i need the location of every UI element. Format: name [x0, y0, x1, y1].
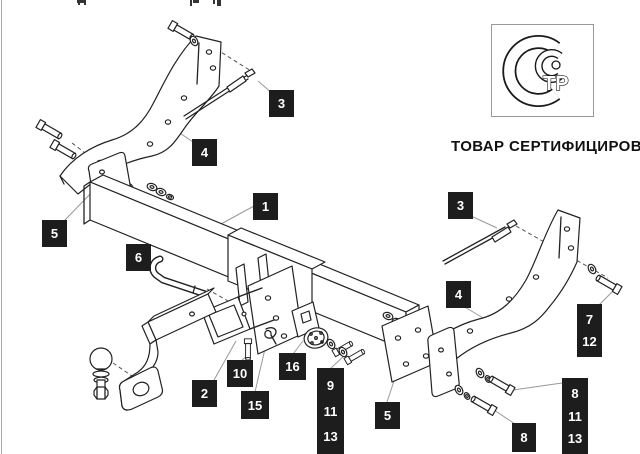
callout-3-top: 3: [269, 90, 294, 117]
left-bracket: [59, 35, 222, 195]
callout-10: 10: [227, 360, 253, 387]
ball-mount: [118, 287, 217, 411]
callout-label: 13: [323, 428, 338, 444]
r-clip: [264, 327, 277, 345]
callout-label: 5: [383, 408, 392, 423]
receiver-bracket: [201, 253, 303, 355]
figure-head-icon: [551, 60, 561, 70]
callout-label: 7: [585, 311, 594, 327]
callout-stack-7-12: 7 12: [577, 304, 602, 357]
threaded-rod-left: [183, 68, 256, 120]
callout-5-right: 5: [375, 402, 400, 429]
callout-label: 3: [456, 198, 465, 213]
callout-label: 12: [582, 334, 597, 350]
callout-label: 1: [261, 199, 270, 214]
callout-stack-8-11-13: 8 11 13: [562, 378, 588, 454]
certification-logo-box: ТР: [491, 24, 594, 117]
bolt-top: [167, 20, 201, 48]
callout-stack-9-11-13: 9 11 13: [317, 368, 344, 454]
callout-label: 4: [454, 287, 463, 302]
callout-label: 11: [568, 408, 582, 424]
threaded-rod-right: [442, 219, 518, 265]
callout-label: 4: [200, 145, 209, 160]
callout-label: 3: [277, 96, 286, 111]
callout-8: 8: [512, 423, 536, 452]
callout-label: 16: [285, 359, 300, 374]
callout-4-left: 4: [192, 139, 217, 166]
callout-label: 8: [571, 385, 579, 401]
callout-label: 13: [567, 431, 583, 447]
callout-label: 8: [520, 430, 528, 445]
callout-label: 6: [134, 250, 143, 265]
bolts-beam-face: [324, 337, 367, 366]
callout-3-right: 3: [448, 192, 473, 219]
mounting-plate-right: [427, 326, 460, 398]
callout-16: 16: [279, 353, 306, 380]
bolt-upper-right: [585, 262, 623, 295]
certification-text: ТОВАР СЕРТИФИЦИРОВАН: [451, 138, 640, 155]
page-border-line: [1, 0, 2, 454]
callout-2: 2: [192, 380, 217, 407]
logo-letters-tr: ТР: [543, 73, 569, 95]
rst-certification-mark: ТР: [502, 35, 569, 107]
hitch-pin: [149, 255, 209, 298]
callout-label: 10: [232, 366, 248, 381]
bolts-lower-right: [452, 366, 516, 416]
callout-6: 6: [126, 244, 151, 271]
bolt-small: [243, 338, 253, 361]
callout-label: 15: [247, 397, 263, 413]
callout-label: 11: [323, 403, 338, 419]
callout-15: 15: [241, 391, 269, 419]
tow-ball: [89, 347, 113, 400]
callout-label: 2: [200, 386, 209, 401]
callout-label: 5: [50, 226, 59, 241]
callout-label: 9: [326, 378, 335, 394]
callout-1: 1: [253, 193, 278, 220]
crossbeam: [83, 174, 420, 351]
callout-4-right: 4: [446, 281, 471, 308]
electrical-socket: [303, 327, 329, 349]
callout-5-left: 5: [42, 220, 67, 247]
